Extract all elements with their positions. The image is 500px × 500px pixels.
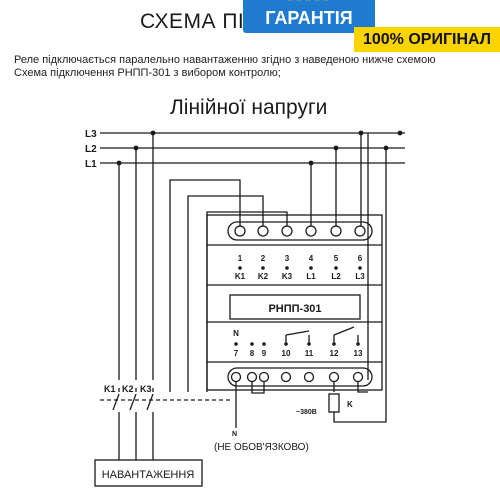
- description-line-1: Реле підключається паралельно навантажен…: [14, 54, 436, 66]
- bottom-terminal-screws: [230, 371, 364, 383]
- diagram-subtitle: Лінійної напруги: [170, 96, 328, 119]
- relay-device: РНПП-301 1 2 3 4 5 6 K1 K2 K3 L1 L2 L3 N: [206, 214, 383, 391]
- terminal-12-number: 12: [330, 349, 339, 358]
- terminal-9-number: 9: [262, 349, 267, 358]
- bottom-terminal-labels: N 7 8 9 10 11 12 13: [233, 329, 363, 358]
- contactor: K1 K2 K3: [100, 380, 230, 460]
- terminal-5-name: L2: [331, 272, 341, 281]
- neutral-optional-note: (НЕ ОБОВ'ЯЗКОВО): [214, 442, 309, 453]
- terminal-2-number: 2: [261, 254, 266, 263]
- bus-label-l3: L3: [85, 129, 97, 140]
- voltage-label: ~380B: [296, 409, 317, 416]
- terminal-1-name: K1: [235, 272, 246, 281]
- terminal-4-name: L1: [306, 272, 316, 281]
- terminal-4-number: 4: [309, 254, 314, 263]
- description-line-2: Схема підключення РНПП-301 з вибором кон…: [14, 67, 281, 79]
- coil-icon: [328, 393, 340, 413]
- device-display: [229, 294, 361, 320]
- bus-label-l1: L1: [85, 159, 97, 170]
- junction-dots: [116, 130, 403, 166]
- terminal-8-number: 8: [250, 349, 255, 358]
- device-model-label: РНПП-301: [268, 303, 321, 315]
- contactor-label-k1: K1: [104, 384, 116, 394]
- terminal-7-number: 7: [234, 349, 239, 358]
- bus-label-l2: L2: [85, 144, 97, 155]
- original-badge: 100% ОРИГІНАЛ: [354, 27, 500, 52]
- terminal-5-number: 5: [334, 254, 339, 263]
- terminal-11-number: 11: [305, 349, 314, 358]
- control-wires: [118, 133, 362, 392]
- terminal-3-number: 3: [285, 254, 290, 263]
- bottom-terminal-strip: [227, 367, 373, 387]
- terminal-7-n-label: N: [233, 329, 239, 338]
- terminal-2-name: K2: [258, 272, 269, 281]
- guarantee-badge-label: ГАРАНТІЯ: [265, 8, 353, 28]
- contactor-label-k3: K3: [140, 384, 152, 394]
- load-box: [94, 459, 203, 487]
- relay-contact-icon: [285, 326, 359, 344]
- terminal-3-name: K3: [282, 272, 293, 281]
- top-terminal-screws: [234, 225, 366, 237]
- terminal-1-number: 1: [238, 254, 243, 263]
- terminal-10-number: 10: [282, 349, 291, 358]
- terminal-6-number: 6: [358, 254, 363, 263]
- coil-wiring: [251, 380, 387, 423]
- neutral-label: N: [232, 431, 237, 438]
- contactor-label-k2: K2: [122, 384, 134, 394]
- terminal-13-number: 13: [354, 349, 363, 358]
- terminal-6-name: L3: [355, 272, 365, 281]
- description: Реле підключається паралельно навантажен…: [14, 54, 435, 80]
- guarantee-badge: ★★★★★ ГАРАНТІЯ: [243, 0, 375, 33]
- top-terminal-labels: 1 2 3 4 5 6 K1 K2 K3 L1 L2 L3: [235, 254, 365, 281]
- top-terminal-strip: [227, 221, 373, 241]
- rating-stars-icon: ★★★★★: [243, 0, 375, 9]
- load-label: НАВАНТАЖЕННЯ: [102, 469, 195, 481]
- page-title: СХЕМА ПІД: [140, 10, 259, 33]
- coil-label: K: [347, 400, 353, 409]
